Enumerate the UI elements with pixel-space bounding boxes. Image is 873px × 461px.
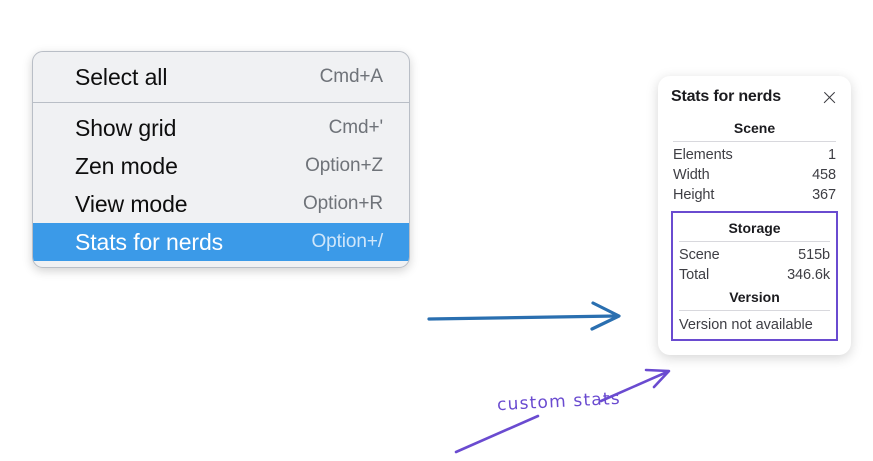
storage-divider xyxy=(679,241,830,242)
menu-item-zen-mode[interactable]: Zen mode Option+Z xyxy=(33,147,409,185)
version-section-heading: Version xyxy=(729,289,780,305)
version-text: Version not available xyxy=(679,317,813,333)
stat-row-storage-scene: Scene 515b xyxy=(677,245,832,265)
stats-panel-header: Stats for nerds xyxy=(671,88,838,106)
menu-item-shortcut: Option+/ xyxy=(311,231,383,252)
scene-section-heading: Scene xyxy=(733,120,776,136)
stat-value: 515b xyxy=(798,247,830,263)
stat-value: 367 xyxy=(812,187,836,203)
context-menu[interactable]: Select all Cmd+A Show grid Cmd+' Zen mod… xyxy=(32,51,410,268)
custom-stats-highlight-box: Storage Scene 515b Total 346.6k Version … xyxy=(671,211,838,341)
menu-item-stats-for-nerds[interactable]: Stats for nerds Option+/ xyxy=(33,223,409,261)
context-menu-group-2: Show grid Cmd+' Zen mode Option+Z View m… xyxy=(33,102,409,267)
stat-row-storage-total: Total 346.6k xyxy=(677,265,832,285)
context-menu-group-1: Select all Cmd+A xyxy=(33,52,409,102)
menu-item-shortcut: Option+R xyxy=(303,193,383,214)
version-divider xyxy=(679,310,830,311)
stat-value: 458 xyxy=(812,167,836,183)
stat-key: Total xyxy=(679,267,710,283)
custom-stats-annotation-label: custom stats xyxy=(496,388,622,416)
stat-row-height: Height 367 xyxy=(671,185,838,205)
menu-item-label: Show grid xyxy=(75,114,177,141)
menu-item-shortcut: Cmd+A xyxy=(319,66,383,87)
stat-key: Height xyxy=(673,187,715,203)
menu-item-shortcut: Option+Z xyxy=(305,155,383,176)
panel-title: Stats for nerds xyxy=(671,88,781,105)
stat-value: 346.6k xyxy=(787,267,830,283)
stat-key: Width xyxy=(673,167,710,183)
menu-item-label: Select all xyxy=(75,63,168,90)
stat-value: 1 xyxy=(828,147,836,163)
menu-item-label: Zen mode xyxy=(75,152,178,179)
menu-item-label: View mode xyxy=(75,190,188,217)
blue-arrow-annotation xyxy=(427,301,621,331)
stat-key: Scene xyxy=(679,247,720,263)
storage-section-heading: Storage xyxy=(728,220,781,236)
stat-row-elements: Elements 1 xyxy=(671,145,838,165)
stats-for-nerds-panel: Stats for nerds Scene Elements 1 Width 4… xyxy=(658,76,851,355)
menu-item-show-grid[interactable]: Show grid Cmd+' xyxy=(33,109,409,147)
scene-divider xyxy=(673,141,836,142)
purple-underline-annotation xyxy=(454,414,540,454)
stat-key: Elements xyxy=(673,147,733,163)
stat-row-width: Width 458 xyxy=(671,165,838,185)
menu-item-select-all[interactable]: Select all Cmd+A xyxy=(33,58,409,96)
menu-item-shortcut: Cmd+' xyxy=(328,117,383,138)
menu-item-view-mode[interactable]: View mode Option+R xyxy=(33,185,409,223)
close-icon[interactable] xyxy=(821,89,838,106)
menu-item-label: Stats for nerds xyxy=(75,228,224,255)
